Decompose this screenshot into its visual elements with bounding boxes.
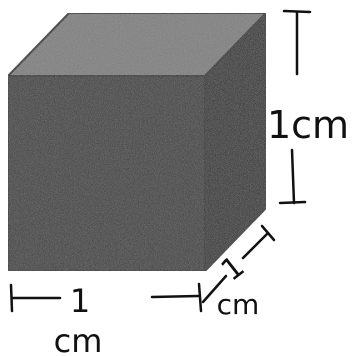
depth-dimension-line xyxy=(201,224,276,304)
width-label-unit: cm xyxy=(54,322,103,356)
width-label-number: 1 xyxy=(70,282,90,320)
height-label: 1cm xyxy=(267,103,349,147)
depth-label-unit: cm xyxy=(217,288,260,321)
width-dimension-line xyxy=(9,282,203,313)
cube-front-face xyxy=(7,75,206,272)
height-dimension-line xyxy=(278,9,312,205)
